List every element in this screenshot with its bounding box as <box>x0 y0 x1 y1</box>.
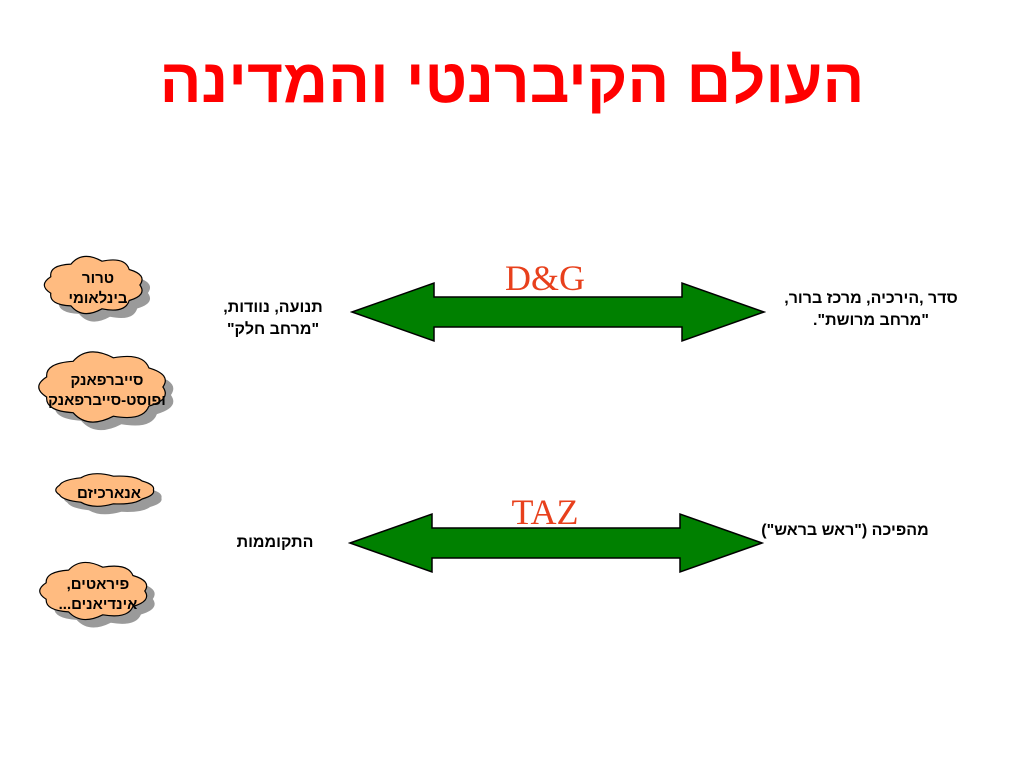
left-label-uprising: התקוממות <box>236 534 314 551</box>
cloud-shape <box>38 351 174 431</box>
cloud-label: אנארכיזם <box>77 485 141 502</box>
cloud-label: פיראטים, אינדיאנים... <box>58 576 138 613</box>
cloud-body <box>39 561 148 621</box>
left-label-movement: תנועה, נוודות, "מרחב חלק" <box>223 299 323 338</box>
cloud-label: טרור בינלאומי <box>68 270 128 307</box>
cloud-shape <box>39 561 155 628</box>
cloud-pirates-indians: פיראטים, אינדיאנים... <box>28 556 168 634</box>
right-label-revolution: מהפיכה ("ראש בראש") <box>761 522 929 539</box>
cloud-shape <box>55 473 162 515</box>
cloud-international-terror: טרור בינלאומי <box>34 250 162 328</box>
cloud-shape <box>43 255 151 322</box>
double-arrow-icon <box>348 512 764 574</box>
cloud-label: סייברפאנק ופוסט-סייברפאנק <box>48 372 166 409</box>
cloud-body <box>38 351 166 423</box>
cloud-anarchism: אנארכיזם <box>42 468 176 520</box>
arrow-label-dg: D&G <box>505 258 585 298</box>
cloud-cyberpunk: סייברפאנק ופוסט-סייברפאנק <box>26 345 188 437</box>
page-title: העולם הקיברנטי והמדינה <box>159 47 865 116</box>
right-label-order: סדר ,הירכיה, מרכז ברור, "מרחב מרושת". <box>784 290 958 329</box>
arrow-label-taz: TAZ <box>511 492 579 532</box>
cloud-body <box>55 473 155 507</box>
double-arrow-icon <box>350 281 766 343</box>
cloud-body <box>43 255 143 315</box>
